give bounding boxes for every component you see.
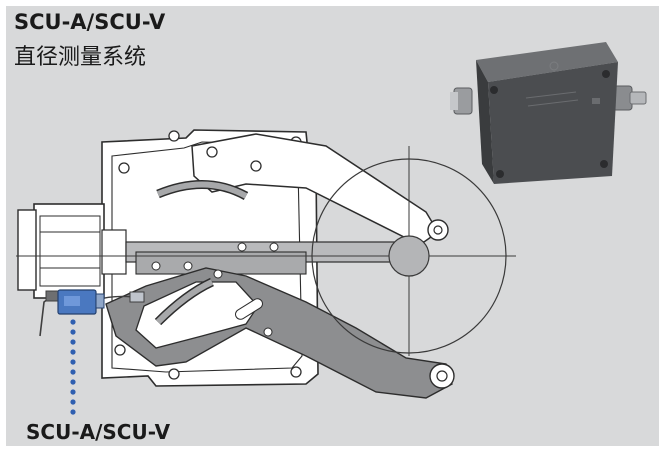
gauge-mechanism bbox=[17, 129, 455, 399]
diagram-panel: SCU-A/SCU-V 直径测量系统 SCU-A/SCU-V bbox=[6, 6, 659, 446]
sensor-label: SCU-A/SCU-V bbox=[26, 420, 171, 444]
product-title: SCU-A/SCU-V bbox=[14, 10, 166, 34]
control-unit-box-icon bbox=[450, 42, 647, 184]
measuring-device-illustration bbox=[16, 42, 647, 415]
sensor-icon bbox=[39, 289, 145, 337]
product-subtitle: 直径测量系统 bbox=[14, 45, 147, 70]
measured-workpiece bbox=[16, 146, 516, 356]
sensor-callout-dots bbox=[70, 319, 76, 415]
